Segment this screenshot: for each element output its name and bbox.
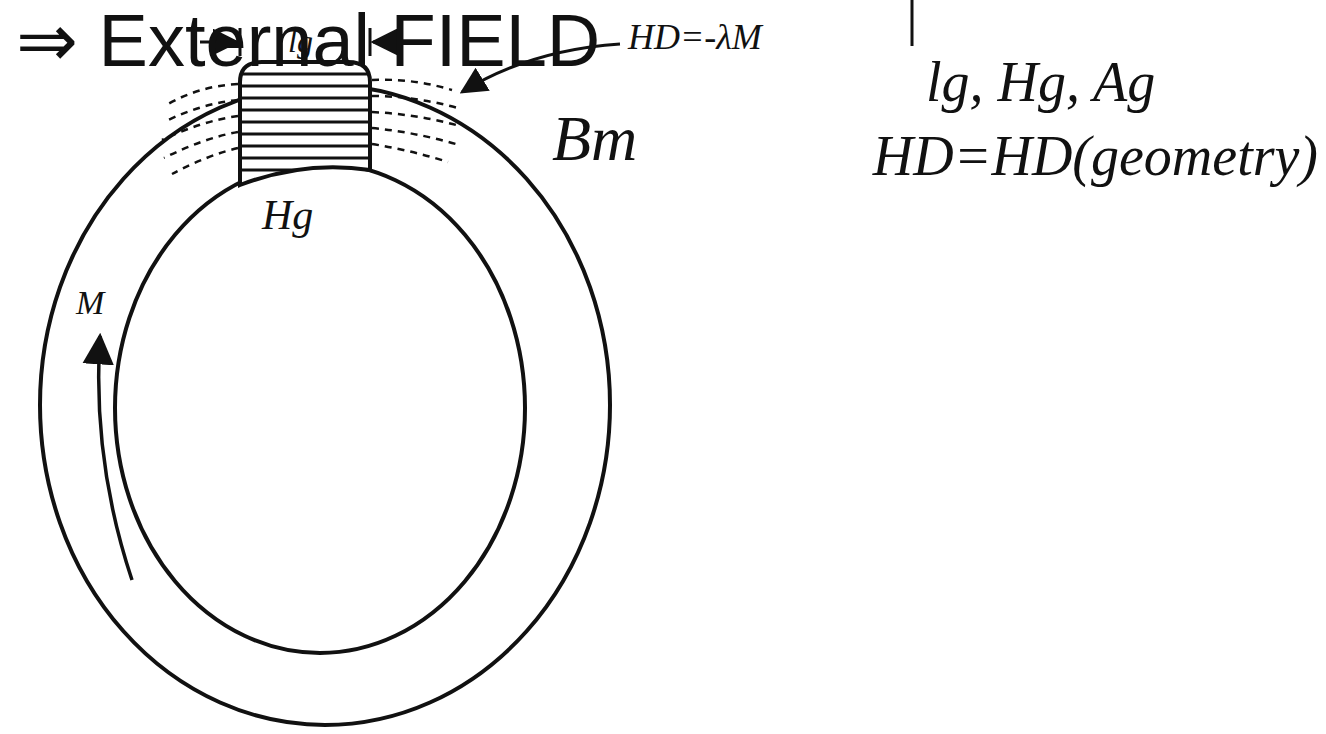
flux-density-label: Bm (552, 104, 637, 174)
dimension-label: lg (288, 24, 313, 59)
magnetization-label: M (76, 284, 104, 321)
divider-line (911, 0, 914, 46)
field-label: HD=-λM (628, 18, 762, 58)
gap-field-label: Hg (262, 192, 313, 238)
ring-outer-edge (40, 85, 610, 725)
gap-field-lines (242, 74, 368, 170)
equation-label: HD=HD(geometry) (873, 126, 1318, 188)
magnetization-arrow (99, 336, 132, 580)
parameter-list: lg, Hg, Ag (926, 52, 1155, 114)
ring-inner-edge (115, 163, 525, 653)
